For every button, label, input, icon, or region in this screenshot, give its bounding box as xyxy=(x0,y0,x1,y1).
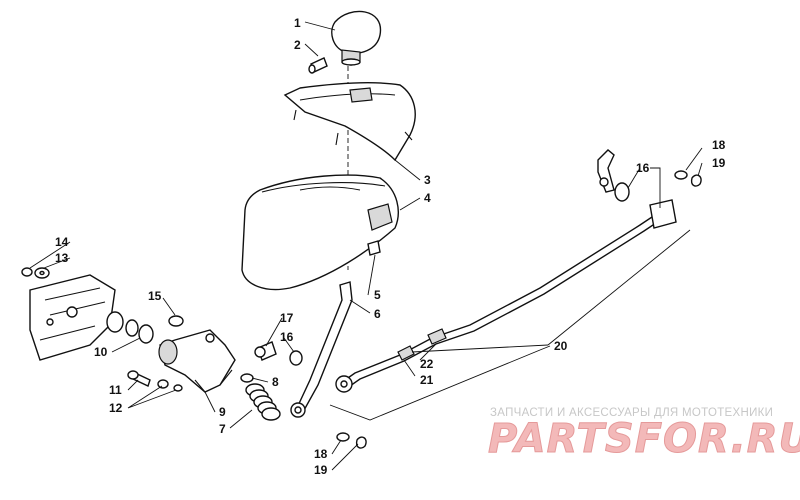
shift-linkage-arm xyxy=(597,149,630,202)
callout-19-right: 19 xyxy=(712,156,726,170)
watermark-subtitle: ЗАПЧАСТИ И АКСЕССУАРЫ ДЛЯ МОТОТЕХНИКИ xyxy=(490,407,773,419)
callout-22: 22 xyxy=(420,357,434,371)
callout-5: 5 xyxy=(374,288,381,302)
watermark-brand: PARTSFOR.RU xyxy=(488,416,800,462)
callout-19-bottom: 19 xyxy=(314,463,328,477)
pivot-bolt xyxy=(127,370,183,392)
shift-rod xyxy=(335,212,663,393)
shift-pivot-bracket xyxy=(158,329,236,393)
frame-section xyxy=(29,274,116,361)
callout-3: 3 xyxy=(424,173,431,187)
callout-16-left: 16 xyxy=(280,330,294,344)
rod-end-bracket xyxy=(649,199,677,229)
return-spring xyxy=(245,383,281,421)
watermark: ЗАПЧАСТИ И АКСЕССУАРЫ ДЛЯ МОТОТЕХНИКИ PA… xyxy=(488,407,800,463)
leader-lines xyxy=(29,21,703,471)
callout-11: 11 xyxy=(109,383,122,397)
callout-1: 1 xyxy=(294,16,301,30)
callout-labels: 1 2 3 4 5 6 7 8 9 10 11 12 13 14 15 16 1… xyxy=(55,16,726,477)
callout-18-right: 18 xyxy=(712,138,726,152)
bushing xyxy=(367,240,381,256)
clip-right xyxy=(690,174,702,187)
ball-stud xyxy=(254,341,303,366)
callout-8: 8 xyxy=(272,375,279,389)
washer-right xyxy=(674,170,688,180)
callout-20: 20 xyxy=(554,339,568,353)
pivot-bushing xyxy=(106,311,154,344)
callout-16-right: 16 xyxy=(636,161,650,175)
callout-4: 4 xyxy=(424,191,431,205)
callout-13: 13 xyxy=(55,251,69,265)
spring-washer xyxy=(240,373,254,383)
shift-knob xyxy=(331,10,382,66)
callout-10: 10 xyxy=(94,345,108,359)
knob-screw xyxy=(308,57,328,74)
clip-bottom xyxy=(355,436,367,449)
shift-boot-upper xyxy=(283,81,416,162)
callout-12: 12 xyxy=(109,401,123,415)
shift-boot-lower xyxy=(241,174,399,291)
callout-7: 7 xyxy=(219,422,226,436)
callout-2: 2 xyxy=(294,38,301,52)
callout-6: 6 xyxy=(374,307,381,321)
callout-18-bottom: 18 xyxy=(314,447,328,461)
callout-15: 15 xyxy=(148,289,162,303)
pivot-nut xyxy=(168,315,184,327)
callout-17: 17 xyxy=(280,311,294,325)
washer-bottom xyxy=(336,432,350,442)
mount-bolt xyxy=(21,267,50,279)
shift-lever xyxy=(290,281,353,418)
callout-14: 14 xyxy=(55,235,69,249)
callout-9: 9 xyxy=(219,405,226,419)
callout-21: 21 xyxy=(420,373,434,387)
